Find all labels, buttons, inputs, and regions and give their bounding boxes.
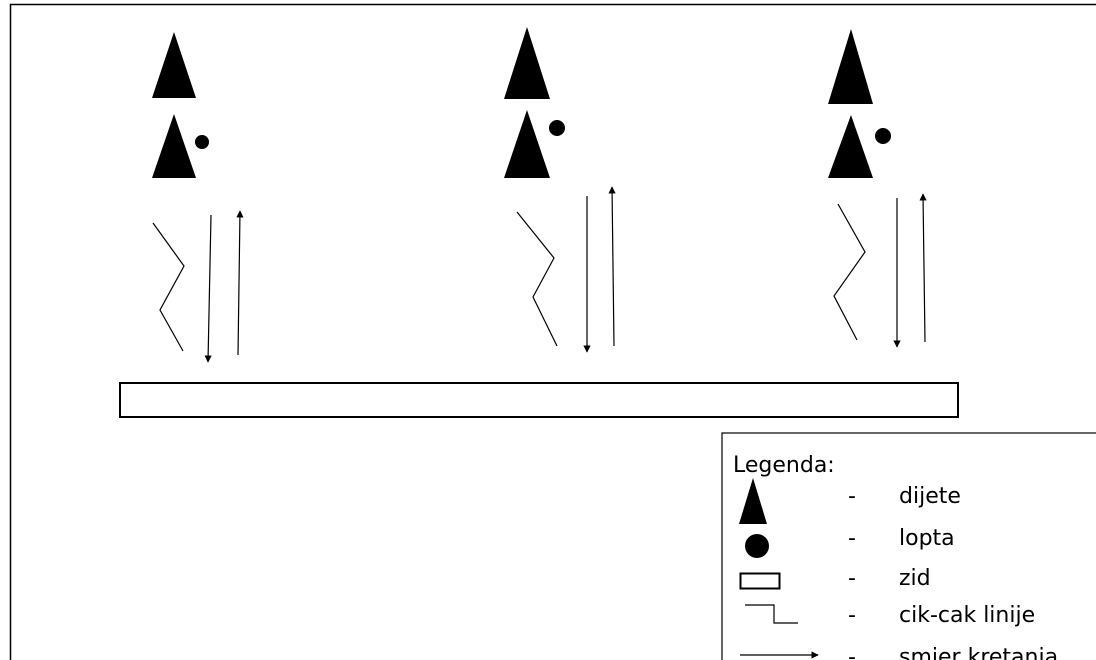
child-icon	[828, 29, 873, 104]
legend-label-cik-cak: cik-cak linije	[899, 603, 1035, 628]
child-icon	[152, 114, 196, 178]
legend-title: Legenda:	[733, 453, 835, 478]
triangle-icon	[739, 478, 767, 524]
legend-label-zid: zid	[899, 566, 931, 591]
ball-icon	[875, 128, 891, 144]
rectangle-icon	[739, 572, 781, 590]
legend-box	[721, 432, 1096, 660]
child-icon	[828, 115, 873, 178]
station-2	[504, 27, 616, 353]
arrow-up	[236, 210, 244, 356]
legend-dash-3: -	[848, 566, 856, 591]
arrow-up	[919, 193, 927, 343]
station-3	[828, 29, 927, 348]
legend: Legenda: - dijete - lopta - zid - cik-ca…	[721, 432, 1096, 660]
legend-label-dijete: dijete	[899, 484, 961, 509]
ball-icon	[195, 135, 209, 149]
legend-dash-2: -	[848, 526, 856, 551]
legend-dash-4: -	[848, 603, 856, 628]
diagram-frame	[9, 3, 1096, 660]
child-icon	[152, 32, 196, 98]
zigzag-line	[152, 222, 185, 352]
arrow-up	[608, 186, 616, 347]
circle-icon	[745, 534, 769, 558]
wall	[119, 382, 959, 418]
station-1	[152, 32, 244, 363]
legend-label-lopta: lopta	[899, 526, 955, 551]
child-icon	[504, 27, 550, 99]
arrow-down	[204, 214, 212, 363]
child-with-ball	[152, 114, 209, 178]
zigzag-line-icon	[745, 604, 798, 624]
legend-dash-1: -	[848, 484, 856, 509]
zigzag-line	[833, 203, 866, 341]
child-with-ball	[828, 115, 891, 178]
child-with-ball	[504, 110, 565, 178]
zigzag-line	[516, 211, 558, 347]
ball-icon	[549, 120, 565, 136]
legend-dash-5: -	[848, 645, 856, 660]
legend-label-smjer: smjer kretanja	[899, 645, 1058, 660]
child-icon	[504, 110, 550, 178]
